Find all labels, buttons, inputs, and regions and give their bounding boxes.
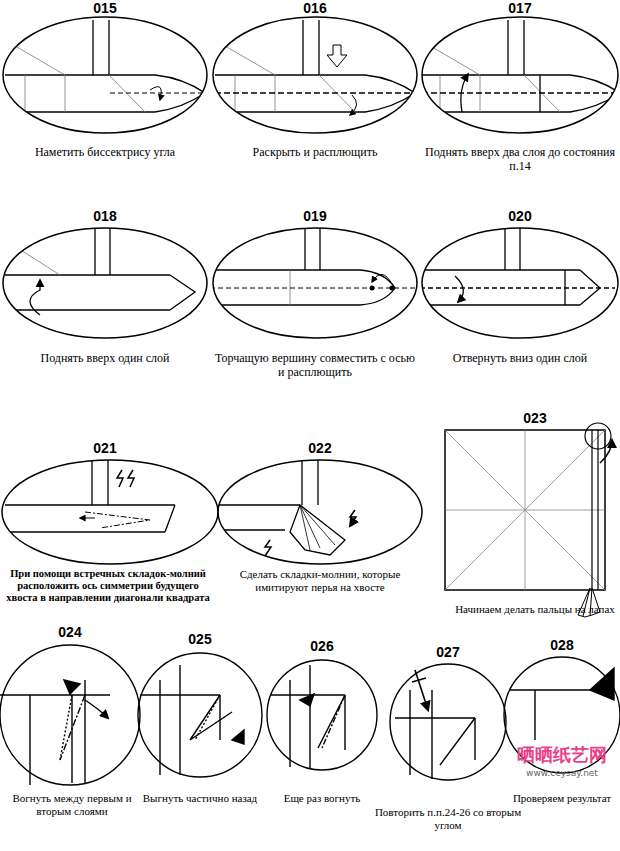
step-number: 017 <box>490 0 550 16</box>
step-number: 025 <box>170 631 230 647</box>
step-caption: При помощи встречных складок-молний расп… <box>1 568 215 604</box>
step-number: 028 <box>532 637 592 653</box>
step-number: 023 <box>505 410 565 426</box>
step-caption: Вогнуть между первым и вторым слоями <box>2 792 142 817</box>
step-caption: Сделать складки-молнии, которые имитирую… <box>220 568 420 593</box>
step-caption: Начинаем делать пальцы на лапах <box>435 603 620 616</box>
step-number: 018 <box>75 208 135 224</box>
step-number: 022 <box>290 440 350 456</box>
step-number: 021 <box>75 440 135 456</box>
step-number: 026 <box>292 638 352 654</box>
step-caption: Поднять вверх один слой <box>5 352 205 366</box>
watermark: www.ceysay.net <box>507 768 617 778</box>
step-caption: Раскрыть и расплющить <box>215 146 415 160</box>
step-caption: Выгнуть частично назад <box>135 792 265 805</box>
step-caption: Торчащую вершину совместить с осью и рас… <box>215 352 415 380</box>
step-caption: Повторить п.п.24-26 со вторым углом <box>373 806 523 831</box>
step-caption: Еще раз вогнуть <box>262 792 382 805</box>
step-number: 015 <box>75 0 135 16</box>
step-number: 016 <box>285 0 345 16</box>
step-number: 027 <box>418 644 478 660</box>
step-number: 019 <box>285 208 345 224</box>
step-caption: Проверяем результат <box>492 792 620 805</box>
step-caption: Отвернуть вниз один слой <box>420 352 620 366</box>
watermark: 晒晒纸艺网 <box>507 745 617 766</box>
step-caption: Наметить биссектрису угла <box>5 146 205 160</box>
step-number: 024 <box>40 624 100 640</box>
step-number: 020 <box>490 208 550 224</box>
step-caption: Поднять вверх два слоя до состояния п.14 <box>420 146 620 174</box>
